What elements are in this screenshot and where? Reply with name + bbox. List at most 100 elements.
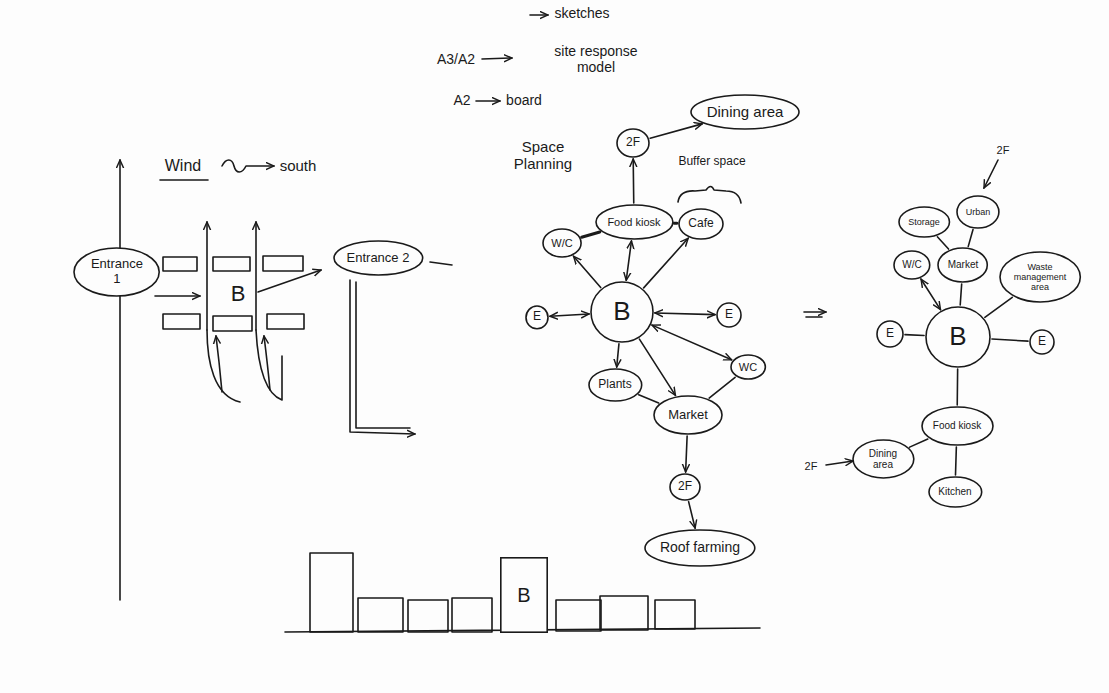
node-text: Market bbox=[668, 408, 708, 423]
node-text: Kitchen bbox=[938, 486, 971, 497]
bubble-node: WC bbox=[730, 354, 766, 380]
note-text: board bbox=[506, 93, 542, 109]
bubble-shape bbox=[926, 307, 990, 367]
node-text: Market bbox=[948, 259, 979, 270]
road-line bbox=[430, 262, 452, 265]
connector bbox=[674, 222, 677, 225]
wind-arrow bbox=[255, 222, 257, 330]
connector bbox=[655, 313, 715, 315]
connector bbox=[910, 439, 928, 447]
node-text: E bbox=[725, 308, 733, 321]
building-elevation bbox=[310, 553, 353, 632]
wind-arrow bbox=[206, 222, 208, 330]
bubble-node: Dining area bbox=[690, 94, 800, 130]
connector bbox=[582, 232, 600, 237]
bubble-shape bbox=[922, 407, 993, 445]
bubble-node: Entrance 1 bbox=[73, 247, 160, 297]
node-text: B bbox=[949, 322, 966, 351]
wind-arrow bbox=[222, 160, 274, 172]
bracket bbox=[678, 187, 741, 204]
connector bbox=[686, 436, 688, 472]
connector bbox=[985, 297, 1012, 317]
bubble-shape bbox=[543, 229, 581, 257]
road-line bbox=[350, 280, 415, 434]
bubble-shape bbox=[617, 129, 649, 157]
node-text: B bbox=[517, 584, 530, 606]
bubble-node: 2F bbox=[669, 473, 701, 501]
node-text: Waste management area bbox=[1012, 262, 1068, 292]
connector bbox=[709, 377, 735, 398]
node-text: WC bbox=[739, 361, 757, 373]
note-text: 2F bbox=[997, 144, 1010, 156]
node-text: Dining area bbox=[707, 104, 784, 121]
wind-arrow bbox=[264, 336, 270, 390]
note-text: B bbox=[231, 282, 246, 307]
connector bbox=[956, 369, 958, 405]
connector bbox=[626, 241, 631, 280]
node-text: E bbox=[533, 310, 541, 323]
connector bbox=[644, 238, 688, 288]
bubble-shape bbox=[334, 241, 423, 275]
bubble-node: Kitchen bbox=[928, 476, 983, 508]
note-arrow bbox=[482, 58, 512, 59]
node-text: Roof farming bbox=[660, 540, 740, 556]
connector bbox=[574, 256, 601, 287]
bubble-node: Dining area bbox=[852, 439, 915, 479]
bubble-shape bbox=[853, 440, 914, 478]
bubble-shape bbox=[929, 477, 982, 507]
bubble-shape bbox=[899, 207, 949, 237]
wind-arrow bbox=[207, 330, 240, 402]
leader-arrow bbox=[984, 160, 998, 188]
bubble-shape bbox=[591, 282, 653, 342]
node-text: Plants bbox=[598, 378, 631, 391]
connector bbox=[960, 284, 961, 305]
building-elevation bbox=[452, 598, 492, 632]
node-text: W/C bbox=[902, 259, 921, 270]
bubble-shape bbox=[691, 95, 799, 129]
connector bbox=[639, 395, 659, 403]
bubble-node: W/C bbox=[542, 228, 582, 258]
node-text: 2F bbox=[678, 480, 692, 493]
bubble-node: Market bbox=[937, 247, 988, 283]
note-arrow bbox=[476, 100, 500, 102]
connector bbox=[955, 447, 957, 475]
building-elevation bbox=[655, 600, 695, 629]
note-text: Space Planning bbox=[506, 139, 581, 173]
bubble-node: 2F bbox=[616, 128, 650, 158]
wind-arrow bbox=[256, 330, 282, 400]
elevation-block: B bbox=[500, 557, 548, 633]
building-block bbox=[263, 256, 303, 271]
bubble-node: Food kiosk bbox=[595, 204, 674, 240]
bubble-shape bbox=[679, 209, 723, 239]
connector bbox=[937, 237, 948, 249]
node-text: B bbox=[613, 297, 630, 326]
connector bbox=[652, 325, 731, 360]
note-text: sketches bbox=[554, 6, 609, 22]
north-axis bbox=[119, 160, 121, 600]
node-text: Storage bbox=[908, 217, 940, 227]
wind-arrow bbox=[216, 336, 222, 392]
building-block bbox=[213, 257, 250, 271]
bubble-shape bbox=[1000, 252, 1080, 302]
bubble-shape bbox=[645, 530, 755, 566]
bubble-shape bbox=[654, 396, 722, 434]
connector bbox=[992, 339, 1028, 341]
connector bbox=[921, 279, 940, 309]
transition-arrow bbox=[804, 311, 826, 313]
building-block bbox=[163, 257, 197, 271]
bubble-node: Food kiosk bbox=[921, 406, 994, 446]
building-elevation bbox=[358, 598, 403, 632]
bubble-node: E bbox=[716, 302, 742, 328]
bubble-node: Storage bbox=[898, 206, 950, 238]
note-arrow bbox=[530, 14, 548, 16]
building-elevation bbox=[556, 600, 601, 631]
note-text: site response model bbox=[546, 44, 646, 75]
transition-arrow bbox=[806, 316, 822, 318]
building-block bbox=[267, 314, 304, 329]
block-shape bbox=[501, 558, 547, 632]
node-text: Entrance 1 bbox=[87, 257, 147, 286]
bubble-node: Entrance 2 bbox=[333, 240, 424, 276]
bubble-node: Waste management area bbox=[999, 251, 1081, 303]
connector bbox=[650, 124, 702, 138]
node-text: Cafe bbox=[688, 217, 713, 230]
